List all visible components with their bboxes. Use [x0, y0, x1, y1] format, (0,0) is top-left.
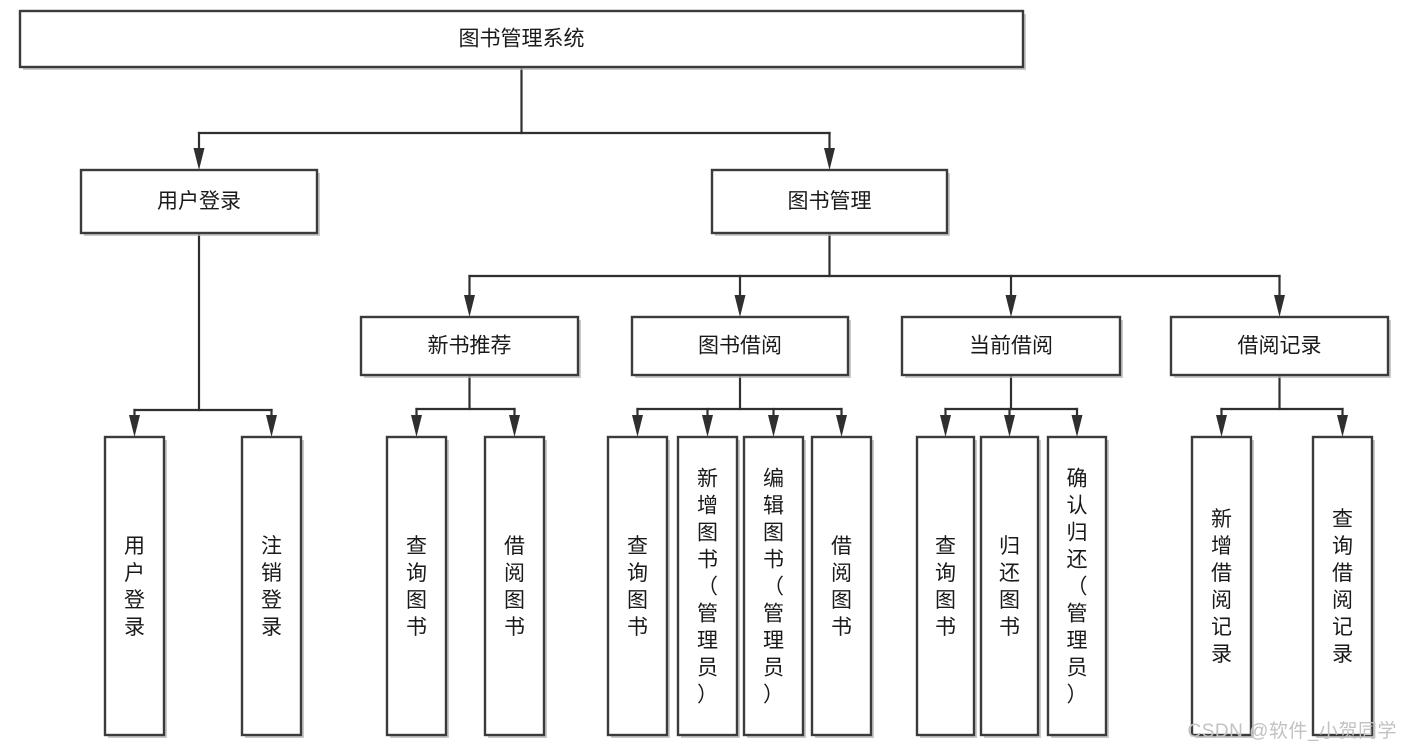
node-box[interactable] — [979, 435, 1040, 737]
node-label: 查询借阅记录 — [1332, 508, 1353, 666]
arrowhead-icon — [1216, 415, 1227, 437]
connector-group-borrow-record — [1216, 373, 1348, 437]
node-label: 查询图书 — [627, 535, 648, 639]
node-box[interactable] — [915, 435, 976, 737]
node-label: 查询图书 — [406, 535, 427, 639]
connector-group-new-book-rec — [411, 373, 520, 437]
node-label: 借阅图书 — [831, 535, 852, 639]
node-label: 归还图书 — [999, 535, 1020, 639]
node-leaf-add-book[interactable]: 新增图书（管理员） — [676, 435, 740, 738]
node-leaf-confirm-return[interactable]: 确认归还（管理员） — [1046, 435, 1109, 738]
node-label: 确认归还（管理员） — [1067, 468, 1088, 707]
node-label: 图书管理 — [788, 190, 872, 213]
node-label: 用户登录 — [124, 535, 145, 639]
arrowhead-icon — [1005, 295, 1017, 317]
node-box[interactable] — [1190, 435, 1253, 737]
arrowhead-icon — [836, 415, 847, 437]
arrowhead-icon — [509, 415, 520, 437]
node-leaf-borrow-book-1[interactable]: 借阅图书 — [483, 435, 547, 738]
node-label: 图书借阅 — [698, 335, 782, 358]
node-label: 查询图书 — [935, 535, 956, 639]
node-borrow-record[interactable]: 借阅记录 — [1169, 315, 1391, 378]
arrowhead-icon — [940, 415, 951, 437]
node-box[interactable] — [742, 435, 805, 737]
node-layer: 图书管理系统用户登录图书管理新书推荐图书借阅当前借阅借阅记录用户登录注销登录查询… — [18, 9, 1391, 738]
arrowhead-icon — [632, 415, 643, 437]
node-leaf-logout[interactable]: 注销登录 — [240, 435, 304, 738]
node-label: 新增图书（管理员） — [697, 468, 718, 707]
arrowhead-icon — [129, 415, 140, 437]
node-current-borrow[interactable]: 当前借阅 — [900, 315, 1123, 378]
node-box[interactable] — [606, 435, 669, 737]
node-label: 借阅记录 — [1238, 335, 1322, 358]
node-box[interactable] — [359, 315, 580, 377]
node-leaf-query-book-2[interactable]: 查询图书 — [606, 435, 670, 738]
node-box[interactable] — [810, 435, 873, 737]
connector-group-user-login — [129, 231, 277, 437]
connector-group-current-borrow — [940, 373, 1083, 437]
node-label: 用户登录 — [157, 190, 241, 213]
node-label: 新增借阅记录 — [1211, 508, 1232, 666]
arrowhead-icon — [824, 148, 835, 170]
node-box[interactable] — [18, 9, 1025, 69]
node-box[interactable] — [103, 435, 166, 737]
arrowhead-icon — [1004, 415, 1015, 437]
node-box[interactable] — [483, 435, 546, 737]
node-new-book-rec[interactable]: 新书推荐 — [359, 315, 581, 378]
connector-layer — [129, 65, 1348, 437]
arrowhead-icon — [193, 148, 205, 170]
connector-group-book-borrow — [632, 373, 847, 437]
node-box[interactable] — [676, 435, 739, 737]
node-leaf-edit-book[interactable]: 编辑图书（管理员） — [742, 435, 806, 738]
node-leaf-query-book-1[interactable]: 查询图书 — [385, 435, 449, 738]
node-box[interactable] — [385, 435, 448, 737]
arrowhead-icon — [464, 295, 475, 317]
node-root[interactable]: 图书管理系统 — [18, 9, 1026, 70]
node-box[interactable] — [900, 315, 1122, 377]
arrowhead-icon — [1071, 415, 1083, 437]
node-leaf-query-record[interactable]: 查询借阅记录 — [1311, 435, 1375, 738]
arrowhead-icon — [1274, 295, 1285, 317]
connector-group-root — [193, 65, 835, 170]
arrowhead-icon — [266, 415, 277, 437]
node-book-manage[interactable]: 图书管理 — [710, 168, 950, 236]
node-leaf-return-book[interactable]: 归还图书 — [979, 435, 1041, 738]
arrowhead-icon — [702, 415, 713, 437]
node-leaf-borrow-book-2[interactable]: 借阅图书 — [810, 435, 874, 738]
node-leaf-user-login[interactable]: 用户登录 — [103, 435, 167, 738]
node-user-login[interactable]: 用户登录 — [79, 168, 320, 236]
node-box[interactable] — [630, 315, 850, 377]
node-box[interactable] — [1311, 435, 1374, 737]
node-leaf-query-book-3[interactable]: 查询图书 — [915, 435, 977, 738]
node-leaf-add-record[interactable]: 新增借阅记录 — [1190, 435, 1254, 738]
arrowhead-icon — [1337, 415, 1348, 437]
node-box[interactable] — [1046, 435, 1108, 737]
node-box[interactable] — [79, 168, 319, 235]
node-box[interactable] — [710, 168, 949, 235]
node-label: 借阅图书 — [504, 535, 525, 639]
arrowhead-icon — [734, 295, 746, 317]
node-label: 注销登录 — [261, 535, 282, 639]
arrowhead-icon — [768, 415, 779, 437]
node-label: 新书推荐 — [428, 335, 512, 358]
node-book-borrow[interactable]: 图书借阅 — [630, 315, 851, 378]
node-box[interactable] — [240, 435, 303, 737]
node-label: 图书管理系统 — [459, 28, 585, 51]
connector-group-book-manage — [464, 231, 1285, 317]
arrowhead-icon — [411, 415, 422, 437]
node-label: 当前借阅 — [969, 335, 1053, 358]
node-label: 编辑图书（管理员） — [763, 468, 784, 707]
node-box[interactable] — [1169, 315, 1390, 377]
